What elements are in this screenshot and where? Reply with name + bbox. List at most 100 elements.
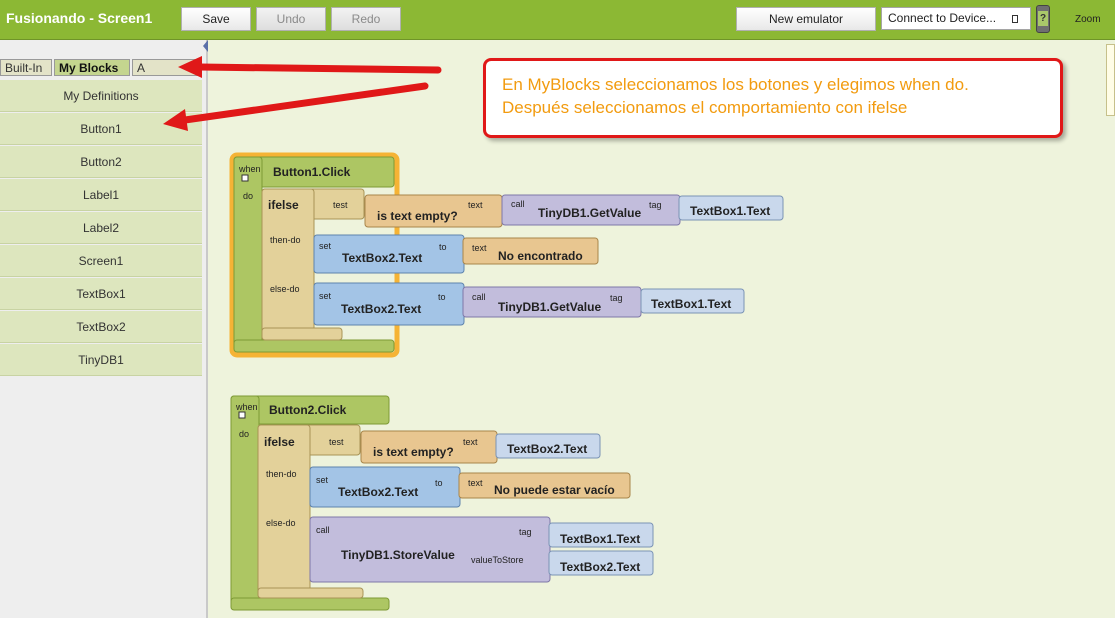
text-slot-label: text — [463, 437, 478, 447]
drawer-list: My Definitions Button1 Button2 Label1 La… — [0, 80, 202, 377]
drawer-item-textbox2[interactable]: TextBox2 — [0, 311, 202, 343]
textbox2-text-label: TextBox2.Text — [560, 560, 640, 574]
set-textbox2-else-block-1[interactable]: set TextBox2.Text to — [313, 282, 465, 326]
annotation-arrows — [163, 56, 442, 131]
drawer-item-screen1[interactable]: Screen1 — [0, 245, 202, 277]
test-label: test — [329, 437, 344, 447]
is-text-empty-label: is text empty? — [373, 445, 454, 459]
setter-target: TextBox2.Text — [341, 302, 421, 316]
drawer-item-button1[interactable]: Button1 — [0, 113, 202, 145]
callout-line-1: En MyBlocks seleccionamos los botones y … — [502, 75, 969, 94]
getvalue-label: TinyDB1.GetValue — [538, 206, 641, 220]
collapse-box-icon[interactable] — [241, 174, 249, 182]
drawer-item-label2[interactable]: Label2 — [0, 212, 202, 244]
text-word-label: text — [468, 478, 483, 488]
do-label: do — [239, 429, 249, 439]
textbox2-text-value-block[interactable]: TextBox2.Text — [548, 550, 654, 576]
tag-label: tag — [610, 293, 623, 303]
drawer-item-label1[interactable]: Label1 — [0, 179, 202, 211]
when-label: when — [238, 164, 261, 174]
is-text-empty-block-2[interactable]: is text empty? text — [360, 430, 498, 464]
call-label: call — [316, 525, 330, 535]
to-label: to — [435, 478, 443, 488]
ifelse-label: ifelse — [268, 198, 299, 212]
tinydb-getvalue-block-1[interactable]: call TinyDB1.GetValue tag — [501, 194, 681, 226]
test-label: test — [333, 200, 348, 210]
text-no-puede-block[interactable]: text No puede estar vacío — [458, 472, 631, 499]
set-label: set — [319, 241, 332, 251]
collapse-box-icon[interactable] — [238, 411, 246, 419]
connect-device-label: Connect to Device... — [888, 11, 997, 25]
tag-label: tag — [519, 527, 532, 537]
value-to-store-label: valueToStore — [471, 555, 524, 565]
set-textbox2-block-2[interactable]: set TextBox2.Text to — [309, 466, 461, 508]
tab-my-blocks[interactable]: My Blocks — [54, 59, 130, 76]
call-label: call — [472, 292, 486, 302]
call-label: call — [511, 199, 525, 209]
setter-target: TextBox2.Text — [342, 251, 422, 265]
no-encontrado-label: No encontrado — [498, 249, 583, 263]
drawer-item-button2[interactable]: Button2 — [0, 146, 202, 178]
else-do-label: else-do — [266, 518, 296, 528]
arrow-head-icon — [163, 109, 188, 131]
arrow-head-icon — [178, 56, 202, 78]
ifelse-block-1[interactable]: ifelse test then-do else-do — [261, 188, 365, 341]
sidebar-tabs: Built-In My Blocks A — [0, 59, 200, 76]
then-do-label: then-do — [270, 235, 301, 245]
top-toolbar: Fusionando - Screen1 Save Undo Redo New … — [0, 0, 1115, 40]
text-no-encontrado-block[interactable]: text No encontrado — [462, 237, 599, 265]
set-label: set — [319, 291, 332, 301]
zoom-label[interactable]: Zoom — [1075, 14, 1101, 25]
set-textbox2-block-1[interactable]: set TextBox2.Text to — [313, 234, 465, 274]
blocks-sidebar: Built-In My Blocks A My Definitions Butt… — [0, 40, 208, 618]
event-name: Button1.Click — [273, 165, 351, 179]
is-text-empty-block-1[interactable]: is text empty? text — [364, 194, 503, 228]
ifelse-label: ifelse — [264, 435, 295, 449]
textbox1-text-tag-block[interactable]: TextBox1.Text — [548, 522, 654, 548]
phone-status-icon[interactable]: ? — [1036, 5, 1050, 33]
tinydb-storevalue-block[interactable]: call TinyDB1.StoreValue tag valueToStore — [309, 516, 551, 583]
do-label: do — [243, 191, 253, 201]
text-slot-label: text — [468, 200, 483, 210]
dropdown-marker-icon — [1012, 15, 1018, 23]
drawer-item-my-definitions[interactable]: My Definitions — [0, 80, 202, 112]
tinydb-getvalue-else-block-1[interactable]: call TinyDB1.GetValue tag — [462, 286, 642, 318]
then-do-label: then-do — [266, 469, 297, 479]
textbox1-text-else-block-1[interactable]: TextBox1.Text — [640, 288, 745, 314]
to-label: to — [439, 242, 447, 252]
undo-button[interactable]: Undo — [256, 7, 326, 31]
storevalue-label: TinyDB1.StoreValue — [341, 548, 455, 562]
tab-built-in[interactable]: Built-In — [0, 59, 52, 76]
new-emulator-button[interactable]: New emulator — [736, 7, 876, 31]
else-do-label: else-do — [270, 284, 300, 294]
is-text-empty-label: is text empty? — [377, 209, 458, 223]
tag-label: tag — [649, 200, 662, 210]
collapse-arrow-icon[interactable] — [203, 40, 208, 52]
getvalue-label: TinyDB1.GetValue — [498, 300, 601, 314]
arrow-to-button1 — [181, 82, 429, 124]
textbox2-text-label: TextBox2.Text — [507, 442, 587, 456]
textbox1-text-label: TextBox1.Text — [560, 532, 640, 546]
app-title: Fusionando - Screen1 — [6, 10, 153, 26]
textbox1-text-block-1[interactable]: TextBox1.Text — [678, 195, 784, 221]
setter-target: TextBox2.Text — [338, 485, 418, 499]
when-label: when — [235, 402, 258, 412]
ifelse-block-2[interactable]: ifelse test then-do else-do — [257, 424, 364, 599]
phone-badge: ? — [1038, 11, 1048, 26]
to-label: to — [438, 292, 446, 302]
connect-device-select[interactable]: Connect to Device... — [881, 7, 1031, 30]
arrow-to-my-blocks — [196, 63, 442, 74]
drawer-item-tinydb1[interactable]: TinyDB1 — [0, 344, 202, 376]
callout-line-2: Después seleccionamos el comportamiento … — [502, 98, 908, 117]
set-label: set — [316, 475, 329, 485]
redo-button[interactable]: Redo — [331, 7, 401, 31]
drawer-item-textbox1[interactable]: TextBox1 — [0, 278, 202, 310]
save-button[interactable]: Save — [181, 7, 251, 31]
text-word-label: text — [472, 243, 487, 253]
annotation-callout: En MyBlocks seleccionamos los botones y … — [483, 58, 1063, 138]
event-name: Button2.Click — [269, 403, 347, 417]
textbox1-text-label: TextBox1.Text — [690, 204, 770, 218]
textbox1-text-label: TextBox1.Text — [651, 297, 731, 311]
textbox2-text-test-block[interactable]: TextBox2.Text — [495, 433, 601, 459]
